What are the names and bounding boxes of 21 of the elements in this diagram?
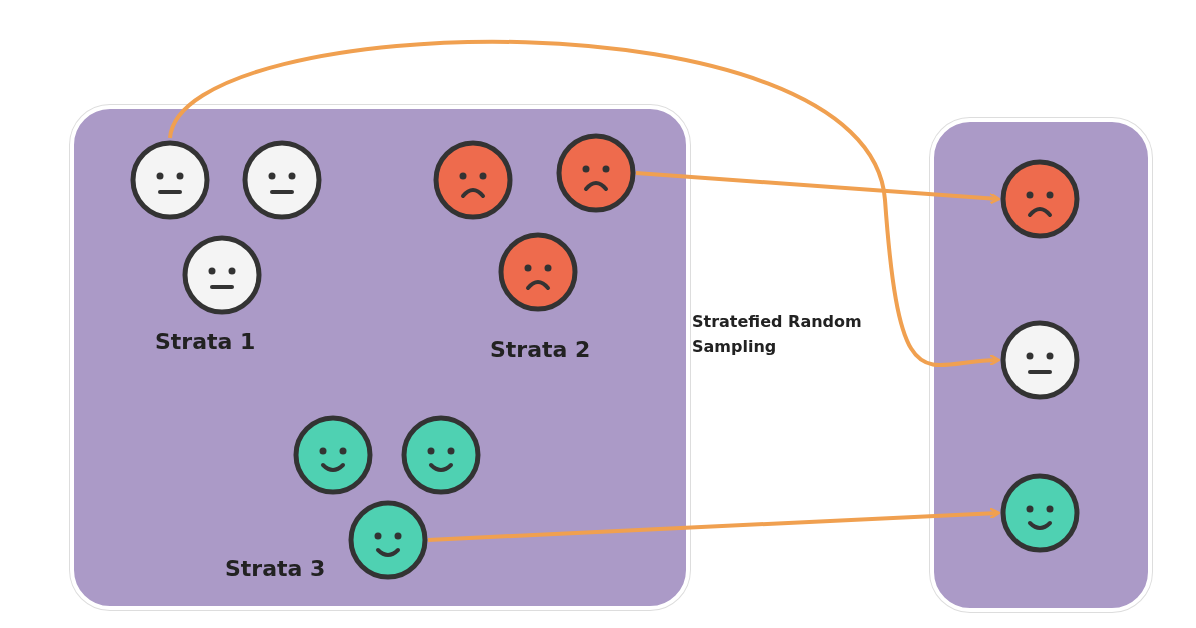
- caption-text: Stratefied Random Sampling: [692, 311, 863, 358]
- strata-label: Strata 1: [155, 328, 257, 356]
- group-panel: [930, 118, 1152, 612]
- neutral-face-icon: [1000, 320, 1080, 400]
- neutral-face-icon: [182, 235, 262, 315]
- smiling-face-icon: [293, 415, 373, 495]
- group-panel: [70, 105, 690, 610]
- sad-face-icon: [498, 232, 578, 312]
- smiling-face-icon: [401, 415, 481, 495]
- smiling-face-icon: [1000, 473, 1080, 553]
- smiling-face-icon: [348, 500, 428, 580]
- sad-face-icon: [556, 133, 636, 213]
- neutral-face-icon: [242, 140, 322, 220]
- arrow: [427, 507, 1001, 542]
- strata-label: Strata 3: [225, 555, 327, 583]
- sad-face-icon: [433, 140, 513, 220]
- arrow: [635, 171, 1001, 205]
- neutral-face-icon: [130, 140, 210, 220]
- strata-label: Strata 2: [490, 336, 592, 364]
- arrow: [168, 40, 1001, 367]
- sad-face-icon: [1000, 159, 1080, 239]
